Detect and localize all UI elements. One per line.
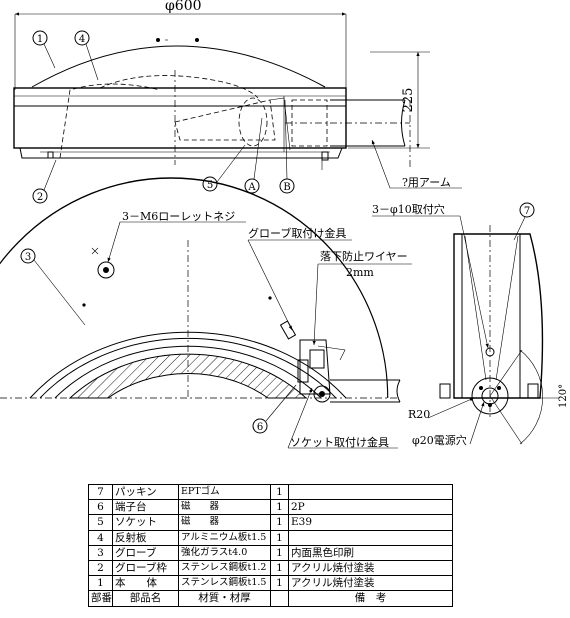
parts-cell-qty: 1 bbox=[270, 483, 289, 501]
power-hole-label: φ20電源穴 bbox=[412, 433, 467, 447]
front-view: 3 6 3－M6ローレットネジ グローブ取付け金具 落下防止ワイヤー 2mm ソ… bbox=[0, 177, 412, 449]
parts-cell-material: EPTゴム bbox=[178, 483, 271, 501]
parts-cell-material: アルミニウム板t1.5 bbox=[178, 529, 271, 546]
callout-5: 5 bbox=[207, 180, 213, 191]
knurled-screw-label: 3－M6ローレットネジ bbox=[122, 210, 235, 223]
parts-cell-qty: 1 bbox=[270, 514, 289, 531]
parts-header-row: 部番部品名材質・材厚備 考 bbox=[88, 590, 453, 607]
callout-A: A bbox=[247, 182, 256, 193]
fall-wire-size: 2mm bbox=[346, 266, 374, 279]
parts-cell-no: 5 bbox=[88, 514, 113, 531]
parts-cell-material: 材質・材厚 bbox=[178, 590, 271, 607]
mount-detail-view: 120° 3－φ10取付穴 7 R20 φ20電源穴 bbox=[372, 202, 569, 447]
parts-cell-name: ソケット bbox=[112, 514, 179, 531]
parts-cell-material: ステンレス鋼板t1.5 bbox=[178, 575, 271, 592]
mounting-holes-label: 3－φ10取付穴 bbox=[372, 202, 445, 216]
callout-6: 6 bbox=[257, 422, 263, 433]
callout-B: B bbox=[283, 182, 290, 193]
callout-2: 2 bbox=[37, 192, 43, 203]
parts-cell-note bbox=[288, 529, 453, 546]
callout-1: 1 bbox=[37, 34, 43, 45]
parts-cell-note: 備 考 bbox=[288, 590, 453, 607]
parts-cell-note: 2P bbox=[288, 499, 453, 516]
parts-cell-note: アクリル焼付塗装 bbox=[288, 559, 453, 577]
height-label: 225 bbox=[401, 88, 416, 113]
parts-cell-name: 端子台 bbox=[112, 499, 179, 516]
radius-label: R20 bbox=[408, 408, 430, 421]
parts-cell-material: 磁 器 bbox=[178, 514, 271, 531]
parts-cell-note: E39 bbox=[288, 514, 453, 531]
parts-cell-qty: 1 bbox=[270, 544, 289, 561]
parts-cell-name: グローブ bbox=[112, 544, 179, 561]
parts-cell-material: 強化ガラスt4.0 bbox=[178, 544, 271, 561]
angle-label: 120° bbox=[558, 384, 569, 408]
parts-cell-no: 7 bbox=[88, 483, 113, 501]
callout-4: 4 bbox=[79, 34, 85, 45]
parts-cell-no: 1 bbox=[88, 575, 113, 592]
parts-cell-qty: 1 bbox=[270, 499, 289, 516]
parts-cell-no: 4 bbox=[88, 529, 113, 546]
parts-cell-no: 6 bbox=[88, 499, 113, 516]
parts-cell-name: パッキン bbox=[112, 483, 179, 501]
parts-cell-note: 内面黒色印刷 bbox=[288, 544, 453, 561]
parts-cell-material: 磁 器 bbox=[178, 499, 271, 516]
parts-cell-material: ステンレス鋼板t1.2 bbox=[178, 559, 271, 577]
parts-cell-qty: 1 bbox=[270, 559, 289, 577]
globe-bracket-label: グローブ取付け金具 bbox=[248, 226, 346, 240]
fall-wire-label: 落下防止ワイヤー bbox=[320, 249, 408, 263]
socket-bracket-label: ソケット取付け金具 bbox=[290, 435, 389, 449]
parts-cell-qty bbox=[270, 590, 289, 607]
parts-cell-name: 反射板 bbox=[112, 529, 179, 546]
technical-drawing: φ600 225 bbox=[0, 0, 569, 449]
parts-cell-name: 部品名 bbox=[112, 590, 179, 607]
parts-cell-qty: 1 bbox=[270, 529, 289, 546]
parts-cell-name: 本 体 bbox=[112, 575, 179, 592]
parts-cell-name: グローブ枠 bbox=[112, 559, 179, 577]
parts-cell-qty: 1 bbox=[270, 575, 289, 592]
arm-label: ?用アーム bbox=[402, 176, 451, 189]
parts-cell-no: 2 bbox=[88, 559, 113, 577]
side-view: φ600 225 bbox=[13, 0, 462, 204]
callout-3: 3 bbox=[25, 252, 31, 263]
parts-cell-note: アクリル焼付塗装 bbox=[288, 575, 453, 592]
parts-cell-note bbox=[288, 483, 453, 501]
parts-cell-no: 3 bbox=[88, 544, 113, 561]
callout-7: 7 bbox=[524, 206, 530, 217]
diameter-label: φ600 bbox=[165, 0, 202, 14]
parts-cell-no: 部番 bbox=[88, 590, 113, 607]
